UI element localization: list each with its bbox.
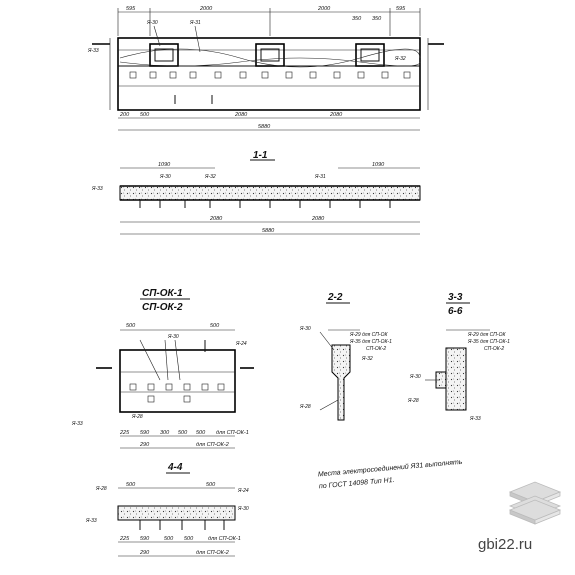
s44-mark-24: Я-24: [237, 488, 249, 494]
s33-note-3: СП-ОК-2: [484, 346, 504, 352]
s44-dim-b2: 590: [140, 536, 150, 542]
spok-mark-33: Я-33: [71, 421, 83, 427]
s22-mark-28: Я-28: [299, 404, 311, 410]
s22-note-2: Я-35 для СП-ОК-1: [349, 339, 392, 345]
s11-dim-overall: 5880: [262, 228, 275, 234]
spok-mark-30: Я-30: [167, 334, 179, 340]
s22-mark-32: Я-32: [361, 356, 373, 362]
s44-dim-b5: 290: [139, 550, 150, 556]
spok-dim-b4: 500: [178, 430, 188, 436]
plan-mark-30: Я-30: [146, 20, 158, 26]
plan-view: 595 2000 2000 595 350 350 Я-30: [87, 6, 444, 131]
dim-bottom-m1: 2080: [234, 112, 248, 118]
spok-mark-28: Я-28: [131, 414, 143, 420]
stacked-slabs-icon: [508, 481, 562, 525]
s44-mark-33: Я-33: [85, 518, 97, 524]
s33-mark-30: Я-30: [409, 374, 421, 380]
note-line-2: по ГОСТ 14098 Тип Н1.: [319, 477, 395, 491]
s44-dim-top-1: 500: [126, 482, 136, 488]
spok-dim-top-1: 500: [126, 323, 136, 329]
spok-dim-b5: 500: [196, 430, 206, 436]
section-title-1-1: 1-1: [253, 150, 268, 161]
spok-dim-top-2: 500: [210, 323, 220, 329]
site-watermark: gbi22.ru: [478, 536, 533, 553]
s44-dim-label1: для СП-ОК-1: [208, 536, 241, 542]
spok-title-2: СП-ОК-2: [142, 302, 183, 313]
s33-note-2: Я-35 для СП-ОК-1: [467, 339, 510, 345]
spok-dim-b6: 290: [139, 442, 150, 448]
s22-note-3: СП-ОК-2: [366, 346, 386, 352]
s11-mark-33: Я-33: [91, 186, 103, 192]
dim-bottom-l1: 200: [119, 112, 130, 118]
s11-dim-bot-1: 2080: [209, 216, 223, 222]
s11-mark-31: Я-31: [314, 174, 326, 180]
s44-dim-label2: для СП-ОК-2: [196, 550, 229, 556]
section-4-4: 4-4 500 500 Я-33 Я-28 Я-24 Я-30 225 590 …: [85, 462, 249, 557]
section-2-2: 2-2 Я-30 Я-28 Я-29 для СП-ОК Я-35 для СП…: [299, 292, 392, 421]
dim-top-1: 595: [126, 6, 136, 12]
dim-top-r1: 350: [352, 16, 362, 22]
section-title-3-3: 3-3: [448, 292, 463, 303]
s44-dim-b3: 500: [164, 536, 174, 542]
s44-dim-top-2: 500: [206, 482, 216, 488]
dim-top-4: 595: [396, 6, 406, 12]
s33-mark-33: Я-33: [469, 416, 481, 422]
section-title-4-4: 4-4: [167, 462, 183, 473]
s33-mark-28: Я-28: [407, 398, 419, 404]
dim-top-3: 2000: [317, 6, 331, 12]
spok-dim-b2: 590: [140, 430, 150, 436]
spok-dim-label2: для СП-ОК-2: [196, 442, 229, 448]
section-title-2-2: 2-2: [327, 292, 343, 303]
s44-mark-30: Я-30: [237, 506, 249, 512]
dim-top-2: 2000: [199, 6, 213, 12]
s11-dim-bot-2: 2080: [311, 216, 325, 222]
dim-top-r2: 350: [372, 16, 382, 22]
section-title-6-6: 6-6: [448, 306, 463, 317]
s11-mark-32: Я-32: [204, 174, 216, 180]
s11-mark-30: Я-30: [159, 174, 171, 180]
plan-mark-32: Я-32: [394, 56, 406, 62]
dim-bottom-l2: 500: [140, 112, 150, 118]
s44-dim-b1: 225: [119, 536, 130, 542]
section-1-1: 1-1 1090 1090 Я-33 Я-30 Я-32 Я-31 2080 2…: [91, 150, 421, 235]
sp-ok-view: СП-ОК-1 СП-ОК-2 500 500 Я-30 Я-24 Я-33 Я…: [71, 288, 254, 449]
s44-dim-b4: 500: [184, 536, 194, 542]
spok-dim-b1: 225: [119, 430, 130, 436]
s11-dim-top-1: 1090: [158, 162, 171, 168]
spok-dim-label1: для СП-ОК-1: [216, 430, 249, 436]
s22-note-1: Я-29 для СП-ОК: [349, 332, 388, 338]
plan-mark-31: Я-31: [189, 20, 201, 26]
weld-note: Места электросоединений Я31 выполнять по…: [318, 458, 463, 491]
note-line-1: Места электросоединений Я31 выполнять: [318, 458, 463, 479]
spok-mark-24: Я-24: [235, 341, 247, 347]
s33-note-1: Я-29 для СП-ОК: [467, 332, 506, 338]
plan-mark-33: Я-33: [87, 48, 99, 54]
dim-overall: 5880: [258, 124, 271, 130]
spok-title-1: СП-ОК-1: [142, 288, 183, 299]
s22-mark-30: Я-30: [299, 326, 311, 332]
s11-dim-top-2: 1090: [372, 162, 385, 168]
section-3-3: 3-3 6-6 Я-29 для СП-ОК Я-35 для СП-ОК-1 …: [407, 292, 510, 422]
spok-dim-b3: 300: [160, 430, 170, 436]
dim-bottom-m2: 2080: [329, 112, 343, 118]
s44-mark-28: Я-28: [95, 486, 107, 492]
